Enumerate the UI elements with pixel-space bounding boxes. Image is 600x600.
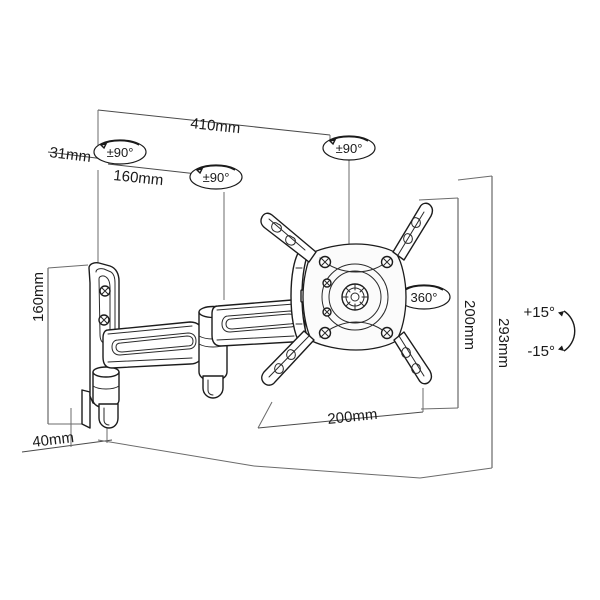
vesa-screw-bl-cross [320,328,330,338]
callout-arc-1 [100,140,140,146]
tilt-indicator: +15° -15° [524,304,576,360]
label-vesa-horizontal: 200mm [327,406,379,428]
arm-2-top-edge [216,303,295,311]
vesa-leg-ur-hole-2 [403,233,413,244]
vesa-inner-screw-bl-cross [323,308,331,316]
dim-line-200-horizontal [257,411,424,429]
vesa-leg-ul-edge [268,218,306,251]
label-extension-mid: 160mm [113,167,165,189]
vesa-corner-screws [318,255,394,340]
vesa-leg-lower-left [261,330,315,386]
callout-arrow-3 [328,139,337,146]
vesa-leg-ll-edge [268,335,310,378]
vesa-screw-tr-cross [382,257,392,267]
dimension-labels: 410mm 160mm 31mm 160mm 40mm 200mm 200mm … [30,115,512,451]
label-plate-depth: 40mm [31,429,74,451]
ext-293-bottom [419,467,493,479]
wall-plate [81,262,120,429]
vesa-leg-ll-hole-1 [274,363,284,374]
label-wall-offset: 31mm [49,144,92,166]
ext-293-top [457,175,493,181]
tilt-arrow-up [558,311,564,317]
ext-200v-top [418,197,459,201]
wall-plate-end-cap [98,403,119,429]
vesa-rotation-outer-ring [321,263,389,331]
ext-200h-left [257,401,273,429]
callout-ellipse-1 [93,139,147,165]
label-total-height: 293mm [495,318,512,368]
vesa-leg-upper-left [260,212,317,263]
vesa-leg-ul-hole-2 [285,235,296,246]
vesa-leg-lower-right [393,331,433,385]
swivel-callout-3: ±90° [322,135,376,161]
callout-arc-360 [404,285,444,291]
dim-line-40 [21,439,113,453]
arm-1-top-edge [107,325,193,335]
label-plate-height: 160mm [30,272,47,322]
vesa-inner-screws [322,278,332,317]
dim-line-410 [97,109,331,136]
label-extension-max: 410mm [190,115,242,137]
perspective-line-bottom-right [253,465,421,479]
label-swivel-2: ±90° [203,170,230,185]
vesa-rotation-mid-ring [328,270,382,324]
callout-ellipse-3 [322,135,376,161]
wall-plate-inner-contour [95,268,116,359]
label-vesa-vertical: 200mm [461,300,478,350]
ext-160v-top [47,264,89,269]
vesa-screw-br-cross [382,328,392,338]
label-swivel-3: ±90° [336,141,363,156]
perspective-line-bottom-left [97,439,255,467]
vesa-plate-assembly [260,202,434,386]
tilt-arc [563,310,576,352]
vesa-leg-ur-edge [397,211,425,256]
vesa-leg-lr-hole-1 [411,363,421,374]
wall-plate-pivot-ring [92,385,120,390]
arm-1-groove-inner [115,335,194,353]
wall-plate-flange [81,389,91,429]
vesa-inner-screw-tl-cross [323,279,331,287]
swivel-callout-1: ±90° [93,139,147,165]
callout-arrow-1 [99,143,108,150]
tilt-hinge-detail [295,267,303,325]
vesa-leg-upper-right [392,202,434,261]
vesa-leg-ll-hole-2 [286,349,296,360]
tilt-arrow-down [558,345,564,351]
arm-2-bottom-edge [216,335,295,341]
label-swivel-1: ±90° [107,145,134,160]
callout-arc-3 [329,136,369,142]
vesa-leg-ur-hole-1 [411,217,421,228]
joint-mid-end-detail [207,379,214,396]
arm-segment-1 [102,321,204,369]
wall-plate-pivot-cap [92,366,120,378]
arm-1-bottom-edge [107,357,193,363]
vesa-hub-splines [341,283,369,311]
vesa-hub-center [350,292,360,302]
arm-1-groove-outer [111,332,197,356]
label-tilt-down: -15° [527,343,555,360]
swivel-callout-2: ±90° [189,164,243,190]
wall-plate-screw-top-cross [101,287,109,295]
label-tilt-up: +15° [524,304,555,321]
vesa-leg-ul-body [260,212,317,263]
callout-ellipse-2 [189,164,243,190]
ext-200v-bottom [420,407,459,410]
callout-arrow-2 [195,168,204,175]
vesa-screw-tl-cross [320,257,330,267]
wall-plate-screw-bottom-cross [100,316,108,324]
vesa-leg-lr-hole-2 [401,347,411,358]
vesa-leg-lr-edge [398,335,425,377]
wall-plate-end-cap-detail [103,407,110,426]
callout-arc-2 [196,165,236,171]
vesa-hub-spokes [341,283,369,311]
label-rotation: 360° [411,290,438,305]
